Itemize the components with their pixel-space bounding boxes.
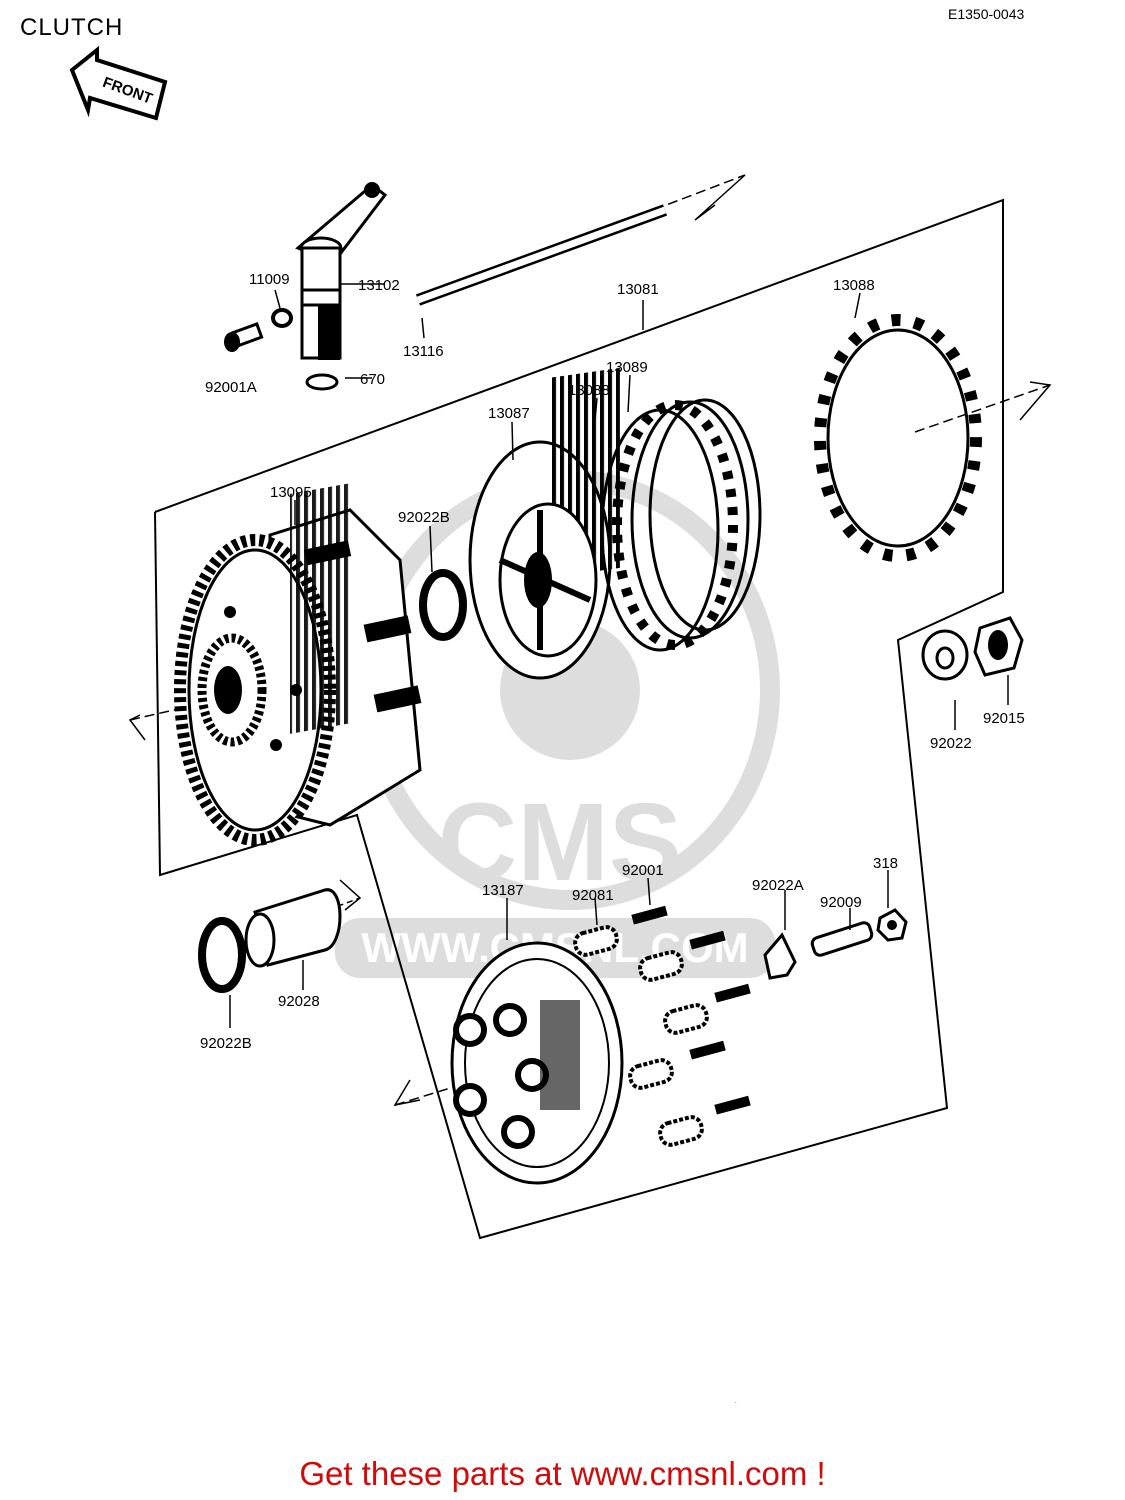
label-13088-top: 13088	[833, 277, 875, 294]
friction-plate-stack	[600, 398, 762, 652]
label-92022: 92022	[930, 735, 972, 752]
label-13116: 13116	[403, 343, 444, 360]
label-318: 318	[873, 855, 898, 872]
clutch-springs-92081	[573, 925, 709, 1147]
small-bolt-parts	[224, 308, 339, 391]
label-13095: 13095	[270, 484, 312, 501]
label-670: 670	[360, 371, 385, 388]
label-92028: 92028	[278, 993, 320, 1010]
label-13102: 13102	[358, 277, 400, 294]
washer-92022b-top	[419, 569, 467, 641]
label-92022b-top: 92022B	[398, 509, 450, 526]
label-13088-mid: 13088	[568, 382, 610, 399]
page-title: CLUTCH	[20, 14, 124, 41]
clutch-hub-13087	[468, 367, 620, 680]
push-rod-13116	[415, 204, 668, 306]
pressure-plate-13187	[450, 941, 624, 1185]
tab-washer-and-nut	[921, 616, 1024, 681]
diagram-reference: E1350-0043	[948, 6, 1025, 22]
steel-plate-13088	[814, 314, 982, 562]
label-92015: 92015	[983, 710, 1025, 727]
label-13187: 13187	[482, 882, 524, 899]
label-92009: 92009	[820, 894, 862, 911]
label-13087: 13087	[488, 405, 530, 422]
clutch-housing-13095	[174, 483, 422, 846]
label-11009: 11009	[249, 271, 290, 288]
label-92001a: 92001A	[205, 379, 257, 396]
leader-lines	[229, 283, 1009, 1028]
svg-text:.: .	[735, 1399, 737, 1405]
label-92001: 92001	[622, 862, 664, 879]
front-arrow-icon: FRONT	[69, 45, 168, 121]
label-92022b-bottom: 92022B	[200, 1035, 252, 1052]
adjuster-parts	[763, 908, 908, 980]
footer-promo-text: Get these parts at www.cmsnl.com !	[299, 1455, 826, 1492]
label-13081: 13081	[617, 281, 659, 298]
part-labels: 11009 13102 92001A 670 13116 13081 13088…	[200, 271, 1025, 1052]
assembly-outline	[154, 198, 1004, 1240]
label-92081: 92081	[572, 887, 614, 904]
collar-and-washer-bottom	[198, 888, 342, 993]
release-shaft-13102	[295, 182, 388, 360]
watermark-brand: CMS	[438, 781, 682, 904]
clutch-bolts-92001	[631, 905, 751, 1115]
label-13089: 13089	[606, 359, 648, 376]
label-92022a: 92022A	[752, 877, 804, 894]
